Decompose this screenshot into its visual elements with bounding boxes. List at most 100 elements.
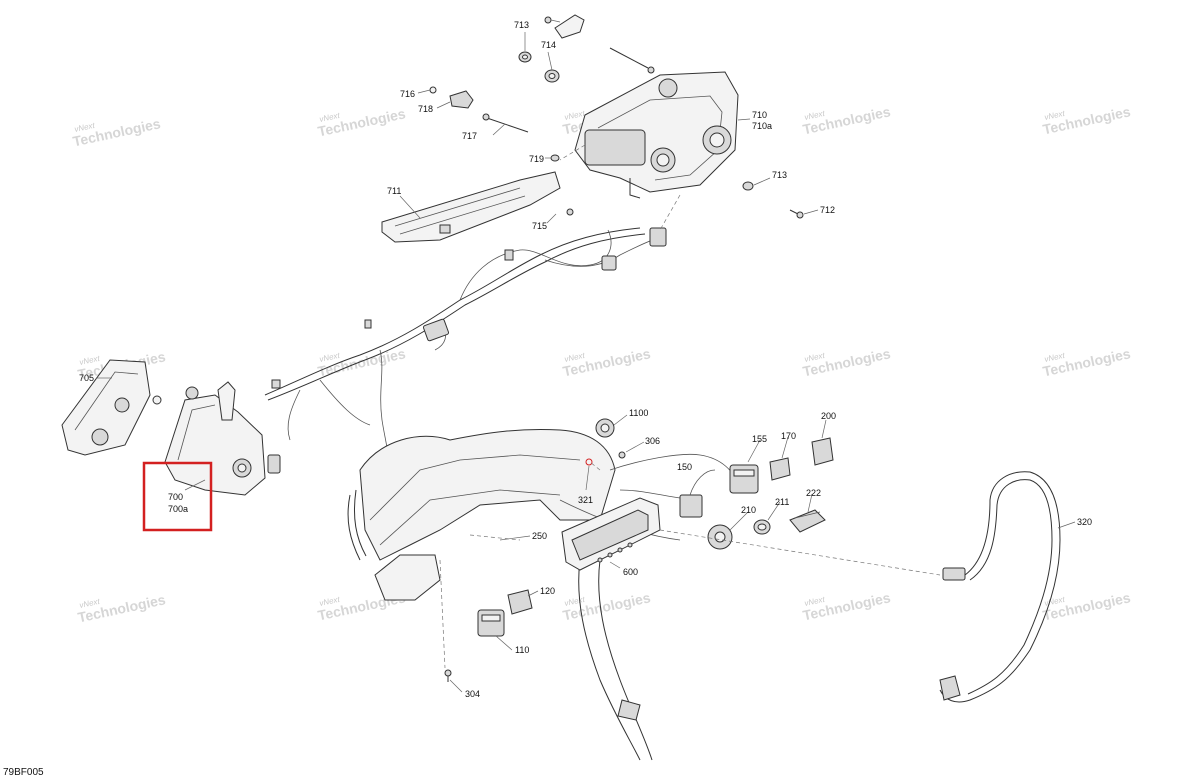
callout-320: 320 bbox=[1077, 517, 1092, 527]
callout-155: 155 bbox=[752, 434, 767, 444]
callout-200: 200 bbox=[821, 411, 836, 421]
callout-222: 222 bbox=[806, 488, 821, 498]
svg-text:vNext: vNext bbox=[564, 351, 587, 364]
svg-text:Technologies: Technologies bbox=[561, 345, 652, 379]
item-211 bbox=[753, 519, 771, 535]
bracket-718 bbox=[429, 86, 474, 109]
callout-211: 211 bbox=[775, 497, 789, 507]
callout-700: 700 bbox=[168, 492, 183, 502]
switch-155 bbox=[729, 464, 759, 494]
svg-text:vNext: vNext bbox=[74, 121, 97, 134]
svg-text:Technologies: Technologies bbox=[76, 591, 167, 625]
callout-170: 170 bbox=[781, 431, 796, 441]
callout-1100: 1100 bbox=[629, 408, 648, 418]
bolt-717 bbox=[482, 113, 529, 133]
harness-320 bbox=[659, 471, 1061, 703]
callout-120: 120 bbox=[540, 586, 555, 596]
svg-text:vNext: vNext bbox=[1044, 351, 1067, 364]
wiring-harness bbox=[264, 227, 667, 471]
bracket-top bbox=[544, 14, 585, 39]
callout-labels: 713 714 716 718 717 710 710a 719 713 712… bbox=[79, 20, 1092, 699]
watermark: vNext Technologies bbox=[316, 345, 407, 379]
fastener-306 bbox=[618, 451, 626, 459]
svg-text:vNext: vNext bbox=[1044, 109, 1067, 122]
bolt-long bbox=[609, 47, 655, 74]
gauge-cluster-600 bbox=[561, 497, 661, 571]
watermark: vNext Technologies bbox=[801, 345, 892, 379]
highlight-box-700 bbox=[142, 461, 213, 532]
callout-710a: 710a bbox=[752, 121, 772, 131]
svg-text:Technologies: Technologies bbox=[71, 115, 162, 149]
marker-321 bbox=[585, 458, 593, 466]
svg-text:Technologies: Technologies bbox=[1041, 345, 1132, 379]
switch-200 bbox=[811, 437, 834, 466]
svg-text:Technologies: Technologies bbox=[801, 589, 892, 623]
connector-150 bbox=[679, 469, 716, 518]
item-120 bbox=[507, 589, 533, 615]
svg-text:vNext: vNext bbox=[564, 109, 587, 122]
callout-150: 150 bbox=[677, 462, 692, 472]
svg-text:vNext: vNext bbox=[319, 595, 342, 608]
callout-712: 712 bbox=[820, 205, 835, 215]
callout-718: 718 bbox=[418, 104, 433, 114]
callout-705: 705 bbox=[79, 373, 94, 383]
watermark: vNext Technologies bbox=[801, 589, 892, 623]
watermark: vNext Technologies bbox=[76, 591, 167, 625]
leader-lines bbox=[96, 32, 1076, 693]
callout-700a: 700a bbox=[168, 504, 188, 514]
svg-text:Technologies: Technologies bbox=[1041, 589, 1132, 623]
callout-600: 600 bbox=[623, 567, 638, 577]
hardware-713 bbox=[518, 51, 532, 63]
watermark: vNext Technologies bbox=[71, 115, 162, 149]
callout-714: 714 bbox=[541, 40, 556, 50]
watermark: vNext Technologies bbox=[801, 103, 892, 137]
svg-text:Technologies: Technologies bbox=[316, 105, 407, 139]
callout-321: 321 bbox=[578, 495, 593, 505]
light-bar-711 bbox=[381, 171, 574, 243]
svg-text:vNext: vNext bbox=[804, 109, 827, 122]
switch-170 bbox=[769, 457, 791, 481]
callout-713: 713 bbox=[514, 20, 529, 30]
item-110 bbox=[477, 609, 505, 637]
item-222 bbox=[789, 509, 826, 533]
svg-text:Technologies: Technologies bbox=[561, 589, 652, 623]
svg-text:vNext: vNext bbox=[79, 354, 102, 367]
watermark: vNext Technologies bbox=[1041, 345, 1132, 379]
diagram-code: 79BF005 bbox=[3, 767, 44, 778]
socket-1100 bbox=[595, 418, 615, 438]
svg-text:vNext: vNext bbox=[319, 351, 342, 364]
svg-text:vNext: vNext bbox=[319, 111, 342, 124]
callout-719: 719 bbox=[529, 154, 544, 164]
callout-711: 711 bbox=[387, 186, 401, 196]
headlight-705 bbox=[61, 359, 162, 456]
callout-717: 717 bbox=[462, 131, 477, 141]
washer-719 bbox=[550, 154, 560, 162]
assembly-lines bbox=[439, 144, 681, 669]
callout-710: 710 bbox=[752, 110, 767, 120]
watermark: vNext Technologies bbox=[561, 589, 652, 623]
svg-text:vNext: vNext bbox=[804, 595, 827, 608]
callout-713: 713 bbox=[772, 170, 787, 180]
callout-210: 210 bbox=[741, 505, 756, 515]
svg-text:Technologies: Technologies bbox=[801, 345, 892, 379]
hardware-714 bbox=[544, 69, 560, 83]
washer-713 bbox=[742, 181, 754, 191]
item-210 bbox=[707, 524, 733, 550]
svg-text:Technologies: Technologies bbox=[801, 103, 892, 137]
headlight-700 bbox=[164, 381, 281, 496]
callout-306: 306 bbox=[645, 436, 660, 446]
bolt-304 bbox=[444, 669, 452, 682]
vehicle-frame bbox=[347, 428, 741, 761]
watermark: vNext Technologies bbox=[1041, 103, 1132, 137]
headlight-assembly-710 bbox=[574, 71, 739, 199]
callout-250: 250 bbox=[532, 531, 547, 541]
svg-text:vNext: vNext bbox=[79, 597, 102, 610]
callout-110: 110 bbox=[515, 645, 529, 655]
callout-715: 715 bbox=[532, 221, 547, 231]
callout-716: 716 bbox=[400, 89, 415, 99]
svg-text:vNext: vNext bbox=[804, 351, 827, 364]
callout-304: 304 bbox=[465, 689, 480, 699]
watermark: vNext Technologies bbox=[561, 345, 652, 379]
svg-text:Technologies: Technologies bbox=[1041, 103, 1132, 137]
